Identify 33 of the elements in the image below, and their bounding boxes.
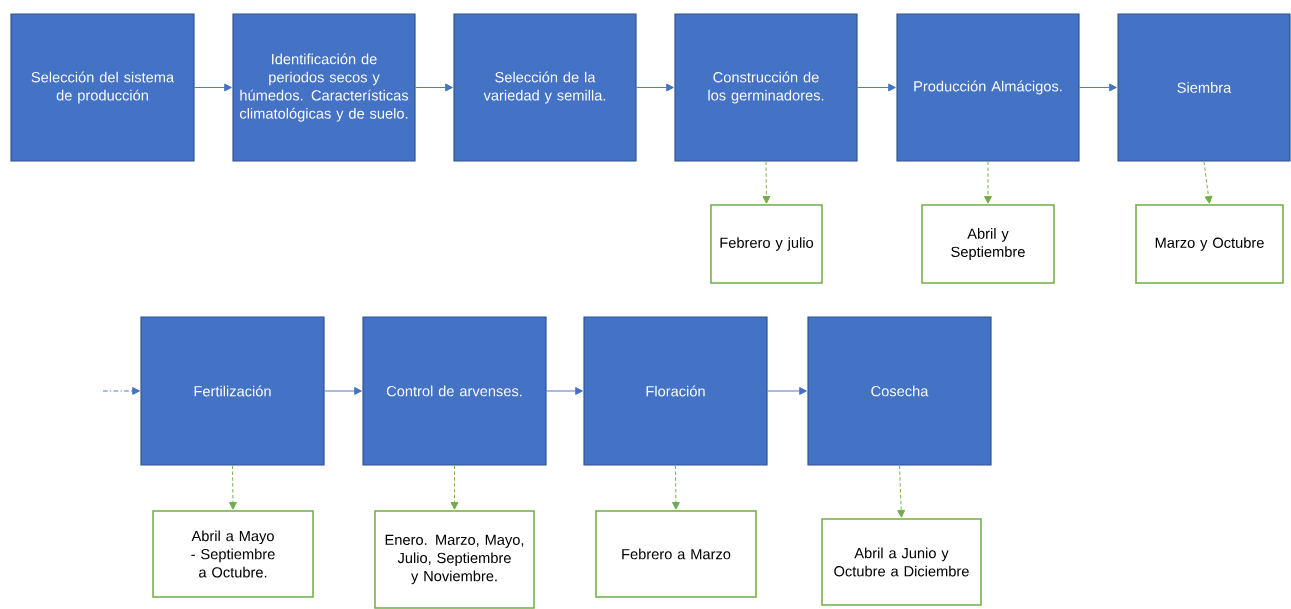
arrow bbox=[415, 83, 453, 92]
arrow bbox=[450, 465, 459, 510]
process-box: Floración bbox=[583, 316, 768, 466]
arrow bbox=[897, 465, 906, 518]
date-box: Abril y Septiembre bbox=[921, 204, 1055, 284]
date-box: Abril a Junio y Octubre a Diciembre bbox=[821, 518, 982, 606]
process-box: Selección de la variedad y semilla. bbox=[453, 13, 637, 162]
arrow bbox=[672, 465, 680, 510]
arrow bbox=[857, 83, 896, 92]
process-box: Siembra bbox=[1117, 13, 1291, 162]
process-box: Identificación de periodos secos y húmedos. Características climatológicas y de suelo. bbox=[232, 13, 416, 162]
arrow bbox=[102, 387, 140, 395]
arrow bbox=[762, 161, 771, 204]
process-box: Construcción de los germinadores. bbox=[674, 13, 858, 162]
date-box: Marzo y Octubre bbox=[1135, 204, 1284, 284]
arrow bbox=[767, 387, 807, 395]
date-box: Febrero a Marzo bbox=[595, 510, 757, 598]
process-box: Cosecha bbox=[807, 316, 992, 466]
process-box: Control de arvenses. bbox=[362, 316, 547, 466]
arrow bbox=[546, 387, 583, 395]
process-box: Fertilización bbox=[140, 316, 325, 466]
arrow bbox=[229, 465, 237, 510]
arrow bbox=[984, 161, 992, 204]
process-box: Producción Almácigos. bbox=[896, 13, 1080, 162]
process-box: Selección del sistema de producción bbox=[10, 13, 195, 162]
arrow bbox=[1203, 161, 1213, 204]
date-box: Enero. Marzo, Mayo, Julio, Septiembre y Noviembre. bbox=[374, 510, 535, 609]
arrow bbox=[324, 387, 362, 395]
arrow bbox=[636, 83, 674, 92]
date-box: Febrero y julio bbox=[710, 204, 823, 284]
arrow bbox=[194, 83, 232, 92]
date-box: Abril a Mayo - Septiembre a Octubre. bbox=[152, 510, 314, 598]
arrow bbox=[1079, 83, 1117, 92]
